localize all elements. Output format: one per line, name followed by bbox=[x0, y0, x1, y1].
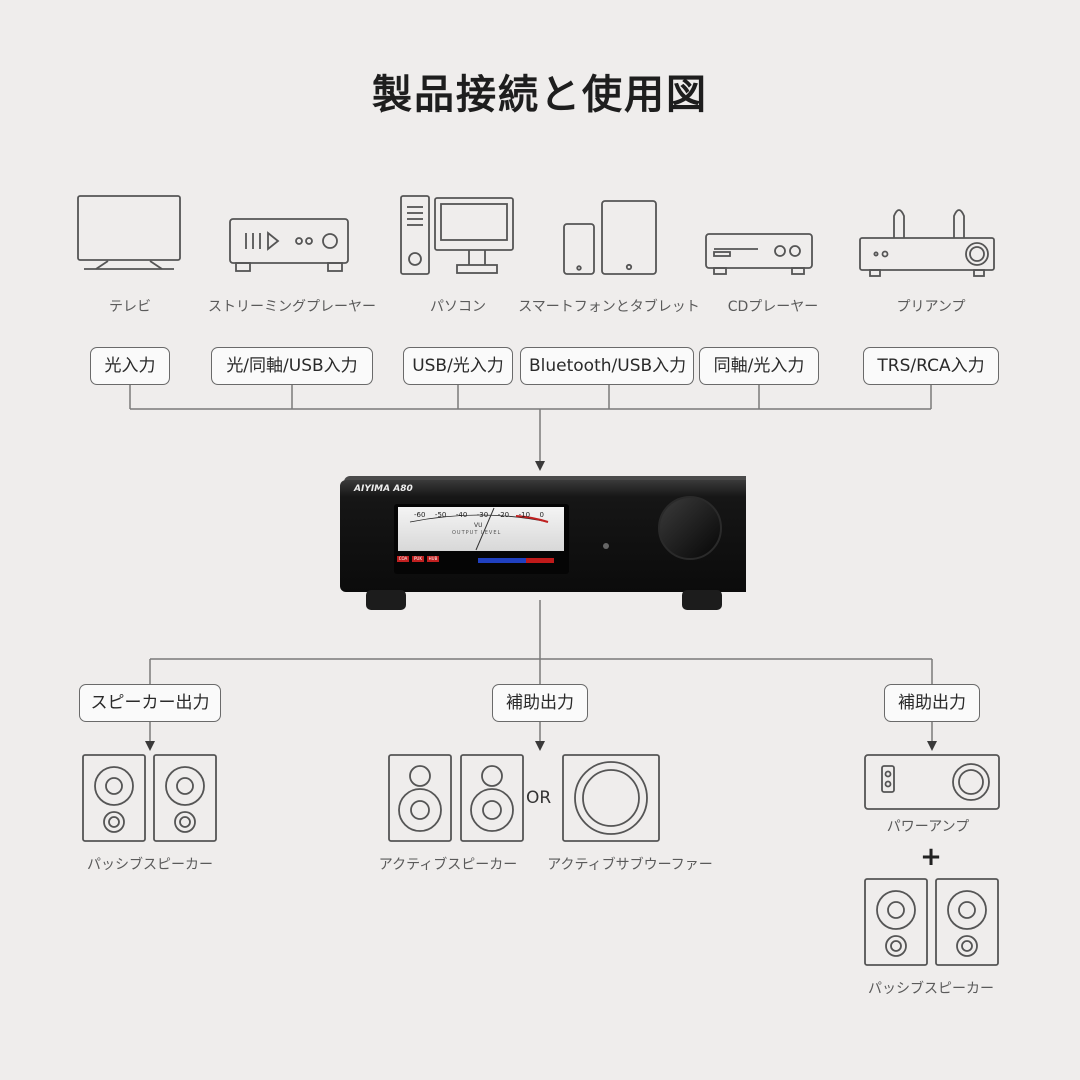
vu-meter-face bbox=[398, 507, 564, 551]
device-name-passive-left: パッシブスピーカー bbox=[87, 857, 213, 873]
amp-indicators: COA PUK HUB bbox=[397, 556, 439, 561]
device-name-active-speaker: アクティブスピーカー bbox=[378, 857, 518, 873]
power-amp-icon bbox=[864, 754, 1000, 810]
vu-label: VU bbox=[474, 522, 483, 529]
preamp-icon bbox=[859, 209, 995, 277]
source-name-phone-tablet: スマートフォンとタブレット bbox=[518, 299, 700, 315]
plus-icon: + bbox=[920, 842, 942, 872]
streaming-player-icon bbox=[229, 218, 349, 272]
output-label-speaker: スピーカー出力 bbox=[79, 684, 221, 722]
cd-player-icon bbox=[705, 233, 813, 275]
amp-foot-left bbox=[366, 590, 406, 610]
output-label-aux-right: 補助出力 bbox=[884, 684, 980, 722]
source-name-streaming: ストリーミングプレーヤー bbox=[208, 299, 376, 315]
tv-icon bbox=[77, 195, 181, 270]
vu-tick: -40 bbox=[455, 511, 468, 519]
passive-speakers-right-icon bbox=[864, 878, 999, 966]
vu-tick: -20 bbox=[497, 511, 510, 519]
input-label-tv: 光入力 bbox=[90, 347, 170, 385]
indicator-label: COA bbox=[398, 556, 408, 561]
passive-speakers-icon bbox=[82, 754, 217, 842]
source-name-tv: テレビ bbox=[109, 299, 151, 315]
device-name-active-subwoofer: アクティブサブウーファー bbox=[547, 857, 713, 873]
source-name-pc: パソコン bbox=[430, 299, 486, 315]
source-name-cd: CDプレーヤー bbox=[727, 299, 819, 315]
source-name-preamp: プリアンプ bbox=[896, 299, 966, 315]
vu-tick: -30 bbox=[476, 511, 489, 519]
page-title: 製品接続と使用図 bbox=[372, 72, 708, 118]
volume-knob bbox=[658, 496, 722, 560]
vu-tick: 0 bbox=[539, 511, 544, 519]
vu-needle bbox=[475, 507, 495, 551]
amplifier-device bbox=[340, 476, 746, 610]
active-subwoofer-icon bbox=[562, 754, 660, 842]
amp-brand: AIYIMA A80 bbox=[354, 484, 413, 494]
input-label-cd: 同軸/光入力 bbox=[699, 347, 819, 385]
amp-foot-right bbox=[682, 590, 722, 610]
indicator-label: PUK bbox=[414, 556, 422, 561]
vu-scale: -60 -50 -40 -30 -20 -10 0 bbox=[414, 511, 544, 519]
input-label-preamp: TRS/RCA入力 bbox=[863, 347, 999, 385]
input-label-pc: USB/光入力 bbox=[403, 347, 513, 385]
active-speakers-icon bbox=[388, 754, 524, 842]
phone-tablet-icon bbox=[563, 200, 657, 275]
input-label-streaming: 光/同軸/USB入力 bbox=[211, 347, 373, 385]
pc-icon bbox=[400, 195, 514, 275]
or-label: OR bbox=[526, 788, 552, 808]
vu-tick: -50 bbox=[434, 511, 447, 519]
input-label-phone-tablet: Bluetooth/USB入力 bbox=[520, 347, 694, 385]
amp-model: A80 bbox=[393, 484, 413, 494]
device-name-passive-right: パッシブスピーカー bbox=[868, 981, 994, 997]
vu-caption: OUTPUT LEVEL bbox=[452, 530, 502, 536]
vu-tick: -10 bbox=[518, 511, 531, 519]
ir-sensor bbox=[603, 543, 609, 549]
output-label-aux-center: 補助出力 bbox=[492, 684, 588, 722]
indicator-label: HUB bbox=[428, 556, 438, 561]
vu-tick: -60 bbox=[414, 511, 426, 519]
device-name-power-amp: パワーアンプ bbox=[886, 819, 970, 835]
